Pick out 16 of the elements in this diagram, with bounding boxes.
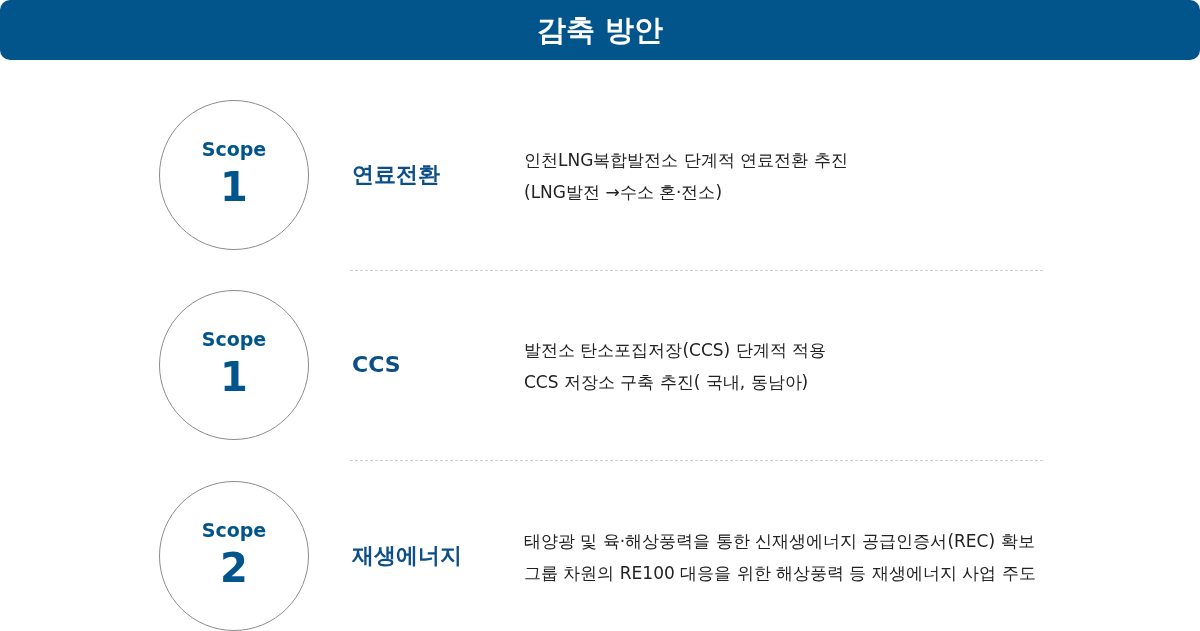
- description-text: 그룹 차원의 RE100 대응을 위한 해상풍력 등 재생에너지 사업 주도: [524, 562, 1036, 585]
- description-text: 인천LNG복합발전소 단계적 연료전환 추진: [524, 149, 848, 172]
- scope-label: Scope: [201, 519, 267, 542]
- scope-number: 2: [220, 544, 248, 592]
- scope-label: Scope: [201, 138, 267, 161]
- category-title: CCS: [352, 351, 401, 379]
- scope-number: 1: [220, 163, 248, 211]
- category-title: 연료전환: [352, 161, 440, 189]
- title-text: 감축 방안: [536, 12, 664, 48]
- scope-number: 1: [220, 353, 248, 401]
- description-text: 태양광 및 육·해상풍력을 통한 신재생에너지 공급인증서(REC) 확보: [524, 530, 1035, 553]
- scope-label: Scope: [201, 328, 267, 351]
- description-text: 발전소 탄소포집저장(CCS) 단계적 적용: [524, 339, 826, 362]
- description-text: CCS 저장소 구축 추진( 국내, 동남아): [524, 371, 809, 394]
- category-title: 재생에너지: [352, 542, 462, 570]
- description-text: (LNG발전 →수소 혼·전소): [524, 181, 723, 204]
